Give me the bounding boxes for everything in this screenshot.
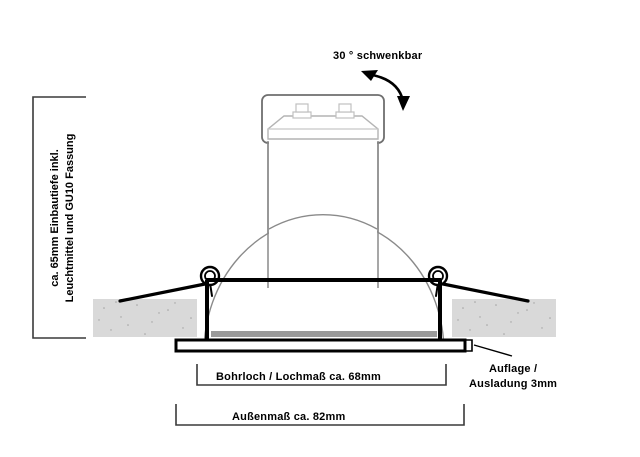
ceiling-section-right — [452, 299, 556, 337]
outer-dimension-bracket — [175, 404, 465, 426]
gu10-socket-housing — [261, 94, 385, 144]
depth-label-line2: Leuchtmittel und GU10 Fassung — [64, 133, 76, 303]
depth-dimension-bracket — [32, 96, 86, 339]
bore-hole-label: Bohrloch / Lochmaß ca. 68mm — [216, 371, 381, 383]
depth-dimension-label: ca. 65mm Einbautiefe inkl. Leuchtmittel … — [36, 0, 76, 303]
gu10-pins — [292, 103, 355, 119]
outer-dimension-label: Außenmaß ca. 82mm — [232, 411, 346, 423]
recessed-housing-frame — [205, 278, 442, 341]
spring-clip-right — [427, 265, 530, 303]
auflage-leader-line — [473, 344, 513, 357]
bore-hole-dimension-bracket — [196, 364, 447, 386]
overlay-label-line2: Ausladung 3mm — [469, 378, 558, 390]
inner-shadow-strip — [211, 331, 437, 337]
lamp-barrel-edges — [267, 141, 379, 288]
ceiling-section-left — [93, 299, 197, 337]
swivel-arrow — [361, 70, 410, 111]
spring-clip-left — [118, 265, 221, 303]
overlay-dimension-label: Auflage / Ausladung 3mm — [469, 362, 557, 392]
swivel-angle-label: 30 ° schwenkbar — [333, 50, 423, 62]
trim-ring-plate — [174, 338, 473, 353]
depth-label-line1: ca. 65mm Einbautiefe inkl. — [49, 149, 61, 287]
overlay-label-line1: Auflage / — [488, 363, 538, 375]
